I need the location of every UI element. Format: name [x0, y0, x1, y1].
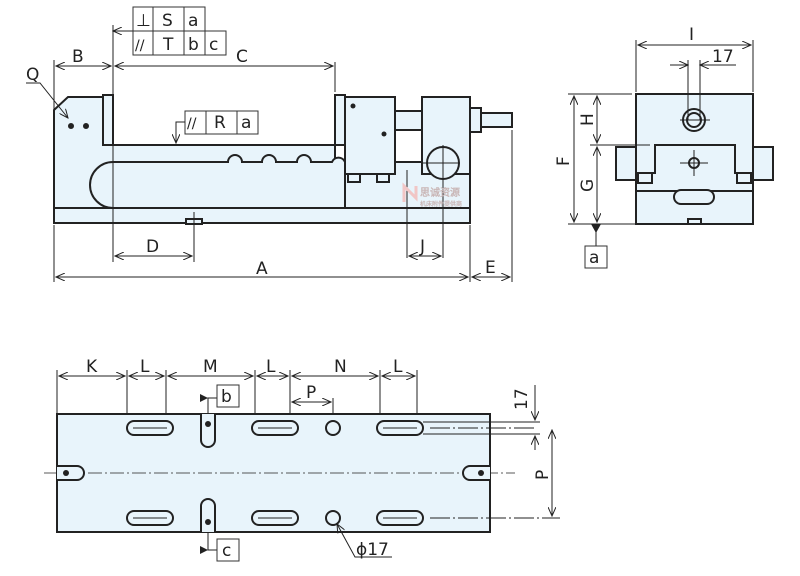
dim-label-i: I [689, 25, 694, 45]
watermark-logo-icon [402, 182, 418, 202]
bolt-head [347, 173, 361, 183]
handle-collar [469, 107, 482, 133]
pin-marks [68, 103, 387, 137]
datum-a-box [584, 245, 608, 269]
dim-label-k: K [86, 357, 98, 377]
watermark-brand: 思诚资源 [420, 186, 460, 199]
svg-text://: // [187, 116, 197, 132]
bolt-head [376, 173, 390, 183]
side-view: 思诚资源 机床附件提供商 B C D J A E Q [26, 6, 513, 282]
dim-label-g: G [578, 179, 598, 192]
hole-17 [325, 510, 341, 526]
moving-jaw-plate [334, 94, 346, 146]
hole-diameter-label: ϕ17 [356, 540, 389, 560]
svg-text:⊥: ⊥ [136, 11, 151, 31]
dim-label-d: D [146, 237, 159, 257]
datum-c: c [222, 541, 231, 561]
svg-text:R: R [214, 113, 226, 133]
dim-label-p: P [306, 383, 316, 403]
fixed-jaw-plate [102, 94, 114, 146]
dim-label-c: C [236, 47, 248, 67]
moving-jaw-block [344, 96, 396, 175]
front-view: a I 17 F H G [554, 25, 774, 269]
dim-label-slot-17: 17 [512, 388, 532, 410]
watermark: 思诚资源 机床附件提供商 [402, 182, 462, 208]
tolerance-frame-mid: // R a [176, 110, 259, 143]
tolerance-frame-top: ⊥ S a // T b c [132, 6, 227, 56]
dim-label-j: J [419, 237, 425, 257]
handle-shaft [480, 112, 513, 128]
svg-text:S: S [162, 11, 173, 31]
svg-text:c: c [209, 35, 218, 55]
dim-label-l: L [140, 357, 150, 377]
slot [89, 154, 346, 209]
side-pad-right [750, 146, 774, 181]
dim-label-m: M [203, 357, 218, 377]
datum-a: a [589, 248, 599, 268]
dim-label-l: L [393, 357, 403, 377]
dim-label-f: F [554, 156, 574, 166]
svg-text:T: T [162, 35, 174, 55]
dim-label-a: A [256, 259, 268, 279]
svg-text:a: a [188, 11, 198, 31]
datum-b-box [216, 384, 240, 408]
dim-label-l: L [266, 357, 276, 377]
front-slot [673, 189, 715, 205]
dim-label-h: H [578, 113, 598, 126]
datum-b: b [221, 387, 232, 407]
dim-label-n: N [334, 357, 347, 377]
svg-text://: // [135, 38, 145, 54]
dim-label-17: 17 [712, 47, 734, 67]
dim-label-p-side: P [533, 470, 553, 480]
side-pad-left [615, 146, 639, 181]
bottom-view: b c K L M L N L P P 17 ϕ17 [44, 357, 560, 562]
watermark-sub: 机床附件提供商 [420, 200, 462, 208]
dim-label-b: B [72, 47, 84, 67]
svg-text:a: a [241, 113, 251, 133]
svg-text:b: b [188, 35, 199, 55]
screw-collar [394, 110, 423, 131]
dim-label-q: Q [26, 65, 39, 85]
dim-label-e: E [485, 258, 496, 278]
datum-c-box [216, 538, 240, 562]
